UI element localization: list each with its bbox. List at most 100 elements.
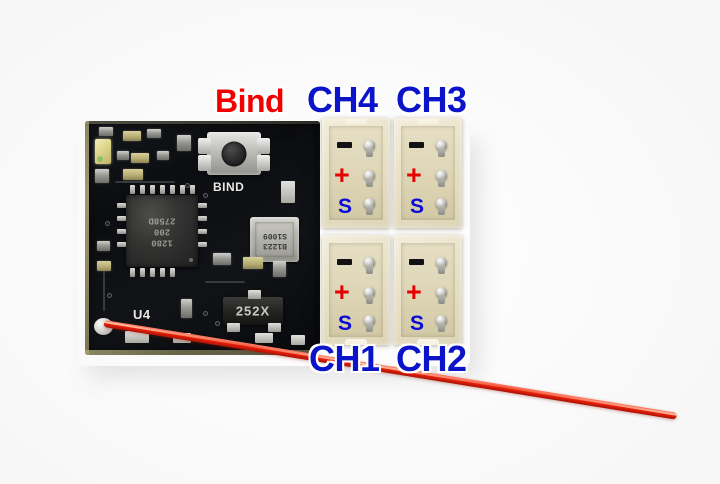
annotation-bind: Bind (215, 83, 285, 119)
pin-signal (436, 315, 447, 332)
pin-positive (436, 170, 447, 187)
pin-label-signal: S (338, 312, 353, 335)
ic-pin (150, 185, 155, 194)
regulator-marking: 252X (235, 303, 271, 319)
pin-label-positive: + (406, 277, 422, 307)
connector-notch (345, 118, 367, 124)
smd-capacitor (117, 151, 129, 160)
connector-ch3[interactable]: + S (394, 118, 462, 228)
ic-pin (150, 268, 155, 277)
connector-notch (345, 339, 367, 345)
solder-pad (281, 181, 295, 203)
solder-pad (125, 331, 149, 343)
voltage-regulator: 252X (223, 297, 283, 325)
smd-capacitor (99, 127, 113, 136)
connector-ch2[interactable]: + S (394, 235, 462, 345)
crystal-oscillator: B1223 S1009 (250, 217, 299, 262)
pin-negative (436, 140, 447, 157)
pin-label-positive: + (406, 160, 422, 190)
ic-pin (198, 203, 207, 208)
ic-pin (117, 229, 126, 234)
pin-positive (364, 287, 375, 304)
pin-signal (364, 198, 375, 215)
pcb-trace (205, 281, 245, 283)
pin-label-signal: S (410, 312, 425, 335)
crystal-body: B1223 S1009 (255, 222, 294, 257)
connector-notch (417, 118, 439, 124)
regulator-leg (268, 323, 281, 332)
pcb-via (105, 221, 110, 226)
smd-resistor (243, 257, 263, 269)
smd-inductor (177, 135, 191, 151)
status-led (95, 139, 111, 164)
ic-pin (130, 268, 135, 277)
ic-pin (117, 203, 126, 208)
ic-pin (117, 242, 126, 247)
annotation-ch4: CH4 (307, 79, 378, 120)
ic-pin (160, 268, 165, 277)
pin-negative (436, 257, 447, 274)
ic-marking: 1280 200 2758D (148, 215, 176, 248)
pin-label-positive: + (334, 277, 350, 307)
annotation-ch1: CH1 (309, 338, 380, 379)
smd-capacitor (273, 261, 286, 277)
annotation-ch2: CH2 (396, 338, 467, 379)
smd-capacitor (181, 299, 192, 318)
u4-silkscreen-label: U4 (133, 307, 151, 322)
smd-resistor (123, 131, 141, 141)
solder-pad (291, 335, 305, 345)
pin-label-negative (337, 142, 352, 148)
pin-label-signal: S (338, 195, 353, 218)
bind-silkscreen-label: BIND (213, 180, 245, 194)
smd-capacitor (213, 253, 231, 265)
connector-notch (417, 339, 439, 345)
pcb-edge-top (85, 121, 320, 124)
pin-label-negative (409, 142, 424, 148)
ic-pin (160, 185, 165, 194)
crystal-marking: B1223 S1009 (262, 230, 287, 250)
ic-pin1-dot (189, 258, 193, 262)
receiver-pcb: BIND 1280 200 2758D B1223 S1009 (85, 121, 320, 355)
ic-pin (130, 185, 135, 194)
pin-label-negative (337, 259, 352, 265)
ic-pin (140, 268, 145, 277)
ic-pin (117, 216, 126, 221)
pcb-trace (103, 271, 105, 311)
pin-label-negative (409, 259, 424, 265)
smd-resistor (131, 153, 149, 163)
pin-positive (436, 287, 447, 304)
pin-label-positive: + (334, 160, 350, 190)
pin-signal (436, 198, 447, 215)
pcb-edge-left (85, 121, 89, 355)
ic-pin (198, 216, 207, 221)
ic-pin (180, 185, 185, 194)
ic-pin (170, 268, 175, 277)
smd-capacitor (95, 169, 109, 183)
bind-button-cap[interactable] (221, 141, 247, 166)
bind-button-leg (257, 155, 270, 171)
pin-negative (364, 140, 375, 157)
annotation-ch3: CH3 (396, 79, 467, 120)
pin-signal (364, 315, 375, 332)
bind-button[interactable] (198, 132, 270, 175)
pin-label-signal: S (410, 195, 425, 218)
connector-ch1[interactable]: + S (322, 235, 390, 345)
pcb-via (203, 193, 208, 198)
ic-pin (170, 185, 175, 194)
solder-pad (255, 333, 273, 343)
bind-button-leg (198, 138, 211, 154)
pin-positive (364, 170, 375, 187)
pcb-via (203, 311, 208, 316)
smd-resistor (123, 169, 143, 180)
pcb-via (185, 183, 190, 188)
bind-button-leg (257, 138, 270, 154)
pcb-via (215, 321, 220, 326)
pcb-via (107, 293, 112, 298)
bind-button-leg (198, 155, 211, 171)
connector-ch4[interactable]: + S (322, 118, 390, 228)
ic-pin (190, 185, 195, 194)
smd-capacitor (97, 241, 110, 251)
ic-pin (140, 185, 145, 194)
smd-capacitor (157, 151, 169, 160)
